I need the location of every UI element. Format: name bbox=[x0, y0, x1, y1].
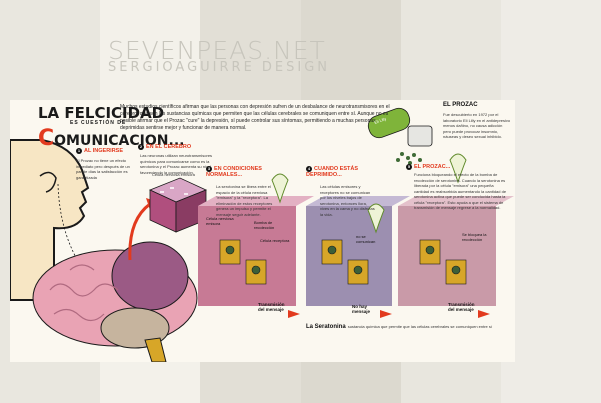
brain-purple bbox=[111, 241, 189, 311]
label-emisora: Célula nerviosa emisora bbox=[206, 216, 234, 226]
panel-normal bbox=[198, 206, 296, 306]
label-bomba: Bomba de recolección bbox=[254, 220, 275, 230]
brain-folds bbox=[49, 264, 119, 322]
step4-text: Las células emisores y receptores no se … bbox=[320, 184, 375, 217]
serotonin-characters bbox=[271, 153, 467, 234]
step2-badge: 2 bbox=[138, 144, 144, 150]
title-line-2: ES CUESTIÓN DE bbox=[70, 120, 127, 126]
watermark-subtitle: SERGIOAGUIRRE DESIGN bbox=[108, 60, 331, 75]
pill-capsule bbox=[367, 107, 411, 139]
intro-text: Muchos estudios científicos afirman que … bbox=[120, 104, 390, 131]
prozac-text: Fue descubierto en 1972 por el laborator… bbox=[443, 112, 511, 139]
footer-text: sustancia química que permite que las cé… bbox=[347, 324, 492, 329]
step5-badge: 5 bbox=[406, 164, 412, 170]
step5-text: Funciona bloqueando el efecto de la bomb… bbox=[414, 172, 507, 210]
step2-text: Las neuronas utilizan neurotransmisores … bbox=[140, 153, 213, 175]
caption-transmission-1: Transmisión del mensaje bbox=[258, 302, 285, 312]
title-line-3: COMUNICACION... bbox=[38, 126, 184, 151]
footer-title: La Seratonina bbox=[306, 324, 346, 330]
cube-dots bbox=[160, 187, 188, 195]
arrow-3 bbox=[478, 310, 490, 318]
synapse-normal bbox=[219, 239, 267, 285]
brain-cerebellum bbox=[100, 307, 170, 349]
synapse-prozac bbox=[419, 239, 467, 285]
caption-no-message: No hay mensaje bbox=[352, 304, 371, 314]
step3-badge: 3 bbox=[206, 166, 212, 172]
arrow-2 bbox=[380, 310, 392, 318]
face-profile bbox=[10, 139, 90, 301]
title-line-1: LA FELCICIDAD bbox=[38, 104, 165, 122]
title-rest: OMUNICACION... bbox=[54, 133, 185, 149]
title-initial: C bbox=[38, 126, 55, 151]
step4-badge: 4 bbox=[306, 166, 312, 172]
label-bloqueo: Se bloquea la recolección bbox=[462, 232, 487, 242]
ear-shape bbox=[39, 171, 57, 193]
zoom-arrow bbox=[128, 202, 151, 261]
step1-text: El Prozac no tiene un efecto inmediato p… bbox=[76, 158, 130, 180]
step1-badge: 1 bbox=[76, 148, 82, 154]
synapse-depressed bbox=[321, 239, 369, 285]
watermark-title: SEVENPEAS.NET bbox=[108, 36, 326, 65]
caption-transmission-2: Transmisión del mensaje bbox=[448, 302, 475, 312]
arrow-1 bbox=[288, 310, 300, 318]
pill-bottle bbox=[407, 125, 433, 147]
step3-text: La serotonina se libera entre el espacio… bbox=[216, 184, 273, 217]
pill-spill bbox=[396, 152, 422, 165]
brainstem bbox=[144, 337, 167, 362]
prozac-title: EL PROZAC bbox=[443, 102, 478, 108]
panel-prozac bbox=[398, 206, 496, 306]
infographic-card: LA FELCICIDAD ES CUESTIÓN DE COMUNICACIO… bbox=[10, 100, 515, 362]
label-receptora: Célula receptora bbox=[260, 238, 290, 243]
label-no-comunican: no se comunican bbox=[356, 234, 376, 244]
cell-label: Célula nerviosa emisora bbox=[152, 172, 195, 177]
infographic-artwork bbox=[10, 107, 514, 362]
